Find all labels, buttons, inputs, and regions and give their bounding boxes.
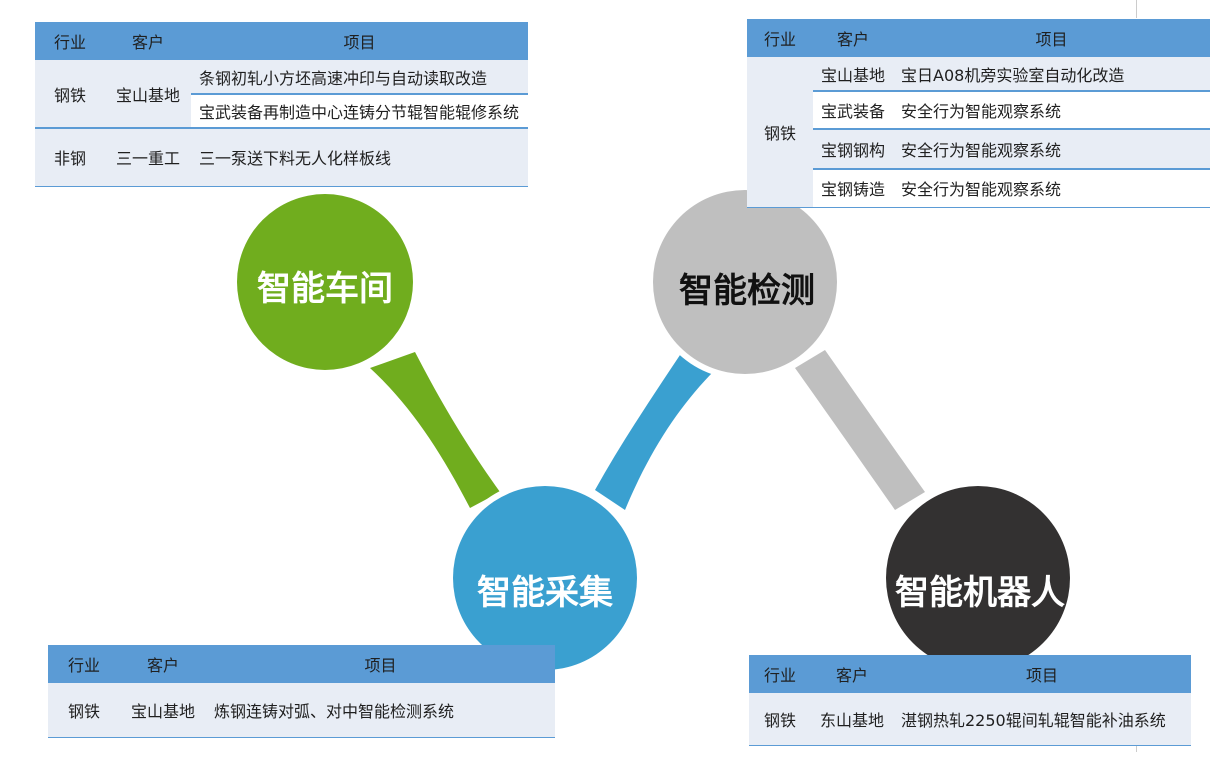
table-header: 行业 客户 项目	[749, 655, 1191, 693]
node-workshop[interactable]: 智能车间	[231, 188, 419, 376]
cell-project: 湛钢热轧2250辊间轧辊智能补油系统	[893, 693, 1191, 745]
connector-detection-robot	[795, 350, 925, 510]
node-robot[interactable]: 智能机器人	[880, 480, 1076, 676]
table-row: 钢铁 宝山基地 条钢初轧小方坯高速冲印与自动读取改造	[35, 60, 528, 128]
cell-project: 安全行为智能观察系统	[893, 168, 1210, 207]
cell-customer: 宝山基地	[813, 57, 894, 91]
cell-project: 安全行为智能观察系统	[893, 90, 1210, 129]
header-industry: 行业	[747, 19, 813, 57]
header-customer: 客户	[120, 645, 206, 683]
cell-customer: 三一重工	[105, 127, 191, 186]
cell-project: 宝日A08机旁实验室自动化改造	[893, 57, 1210, 91]
node-collection-label: 智能采集	[477, 573, 613, 613]
table-header: 行业 客户 项目	[747, 19, 1210, 57]
table-row: 宝钢铸造 安全行为智能观察系统	[747, 168, 1210, 207]
header-industry: 行业	[48, 645, 120, 683]
cell-customer: 宝钢钢构	[813, 128, 894, 169]
header-customer: 客户	[813, 19, 894, 57]
table-row: 非钢 三一重工 三一泵送下料无人化样板线	[35, 127, 528, 186]
cell-project: 安全行为智能观察系统	[893, 128, 1210, 169]
header-project: 项目	[206, 645, 555, 683]
table-workshop: 行业 客户 项目 钢铁 宝山基地 条钢初轧小方坯高速冲印与自动读取改造 宝武装备…	[35, 22, 528, 187]
cell-industry: 钢铁	[35, 60, 105, 128]
header-project: 项目	[893, 19, 1210, 57]
table-row: 钢铁 东山基地 湛钢热轧2250辊间轧辊智能补油系统	[749, 693, 1191, 745]
connector-collection-detection	[595, 355, 715, 510]
node-detection[interactable]: 智能检测	[647, 184, 843, 380]
header-customer: 客户	[811, 655, 893, 693]
table-row: 宝钢钢构 安全行为智能观察系统	[747, 128, 1210, 169]
node-detection-label: 智能检测	[679, 271, 815, 311]
table-header: 行业 客户 项目	[35, 22, 528, 60]
cell-project: 宝武装备再制造中心连铸分节辊智能辊修系统	[191, 93, 528, 128]
table-row: 宝武装备 安全行为智能观察系统	[747, 90, 1210, 129]
header-industry: 行业	[35, 22, 105, 60]
cell-customer: 宝山基地	[120, 683, 206, 737]
header-industry: 行业	[749, 655, 811, 693]
cell-customer: 东山基地	[811, 693, 893, 745]
header-project: 项目	[893, 655, 1191, 693]
table-robot: 行业 客户 项目 钢铁 东山基地 湛钢热轧2250辊间轧辊智能补油系统	[749, 655, 1191, 746]
table-row: 宝武装备再制造中心连铸分节辊智能辊修系统	[35, 93, 528, 128]
cell-project: 条钢初轧小方坯高速冲印与自动读取改造	[191, 60, 528, 94]
cell-industry: 钢铁	[749, 693, 811, 745]
table-row: 钢铁 宝山基地 炼钢连铸对弧、对中智能检测系统	[48, 683, 555, 737]
cell-project: 三一泵送下料无人化样板线	[191, 127, 528, 186]
cell-customer: 宝钢铸造	[813, 168, 894, 207]
table-row: 钢铁 宝山基地 宝日A08机旁实验室自动化改造	[747, 57, 1210, 207]
page-edge-top	[1136, 0, 1137, 18]
node-workshop-label: 智能车间	[257, 269, 393, 309]
cell-industry: 钢铁	[48, 683, 120, 737]
cell-customer: 宝山基地	[105, 60, 191, 128]
header-customer: 客户	[105, 22, 191, 60]
node-collection[interactable]: 智能采集	[447, 480, 643, 676]
table-detection: 行业 客户 项目 钢铁 宝山基地 宝日A08机旁实验室自动化改造 宝武装备 安全…	[747, 19, 1210, 208]
cell-customer: 宝武装备	[813, 90, 894, 129]
node-robot-label: 智能机器人	[895, 573, 1065, 613]
table-collection: 行业 客户 项目 钢铁 宝山基地 炼钢连铸对弧、对中智能检测系统	[48, 645, 555, 738]
cell-project: 炼钢连铸对弧、对中智能检测系统	[206, 683, 555, 737]
connector-workshop-collection	[370, 352, 500, 508]
header-project: 项目	[191, 22, 528, 60]
table-header: 行业 客户 项目	[48, 645, 555, 683]
cell-industry: 非钢	[35, 127, 105, 186]
cell-industry: 钢铁	[747, 57, 813, 207]
